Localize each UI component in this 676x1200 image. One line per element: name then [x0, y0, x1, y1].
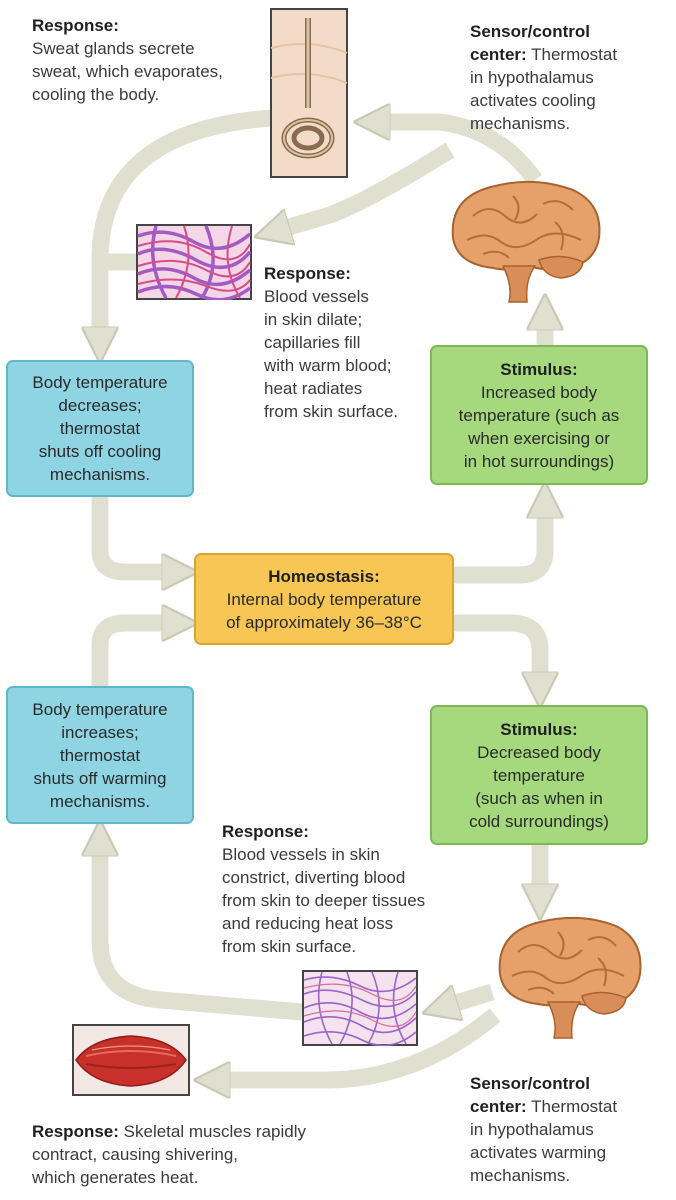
cooling-feedback-line-2: decreases; — [58, 396, 142, 415]
arrow-brain-to-dilate — [272, 142, 455, 232]
arrow-constrict-to-warming-feedback — [100, 838, 303, 1021]
hot-stimulus-box: Stimulus: Increased body temperature (su… — [430, 345, 648, 485]
constricted-vessels-image — [302, 970, 418, 1047]
homeostasis-title: Homeostasis: — [268, 566, 380, 586]
response-sweat-line-1: Sweat glands secrete — [32, 39, 195, 58]
homeostasis-box: Homeostasis: Internal body temperature o… — [194, 553, 454, 645]
cold-stimulus-line-2: temperature — [493, 765, 585, 785]
sensor-bottom-line-3: mechanisms. — [470, 1166, 571, 1185]
response-sweat-line-2: sweat, which evaporates, — [32, 62, 223, 81]
response-dilate-line-1: Blood vessels — [264, 287, 369, 306]
response-sweat-label: Response: — [32, 16, 119, 35]
response-constrict-line-3: from skin to deeper tissues — [222, 891, 426, 910]
hot-stimulus-line-2: temperature (such as — [458, 405, 620, 425]
cooling-feedback-line-3: thermostat — [59, 419, 141, 438]
warming-feedback-line-1: Body temperature — [32, 699, 168, 719]
sensor-bottom-label-2: center: — [470, 1097, 527, 1116]
sensor-top-line-2: activates cooling — [470, 91, 596, 110]
hot-stimulus-line-1: Increased body — [480, 382, 598, 402]
arrow-brain-to-muscle — [212, 1008, 501, 1080]
response-shiver-first: Skeletal muscles rapidly — [123, 1122, 307, 1141]
response-dilate-line-4: with warm blood; — [264, 356, 392, 375]
sensor-top-rest: Thermostat — [531, 45, 618, 64]
brain-bottom-image — [490, 912, 646, 1040]
warming-feedback-line-2: increases; — [61, 722, 139, 742]
sensor-top-line-1: in hypothalamus — [470, 68, 594, 87]
sensor-bottom-line-1: in hypothalamus — [470, 1120, 594, 1139]
response-shiver-text: Response: Skeletal muscles rapidly contr… — [32, 1120, 392, 1189]
sensor-bottom-rest: Thermostat — [531, 1097, 618, 1116]
response-constrict-text: Response: Blood vessels in skin constric… — [222, 820, 482, 958]
cold-stimulus-box: Stimulus: Decreased body temperature (su… — [430, 705, 648, 845]
arrow-homeostasis-to-hot-stimulus — [452, 500, 545, 584]
response-sweat-line-3: cooling the body. — [32, 85, 160, 104]
response-dilate-line-6: from skin surface. — [264, 402, 399, 421]
arrow-cooling-feedback-to-homeostasis — [91, 497, 180, 572]
response-dilate-line-2: in skin dilate; — [264, 310, 363, 329]
skeletal-muscle-image — [72, 1024, 190, 1096]
response-constrict-line-2: constrict, diverting blood — [222, 868, 406, 887]
homeostasis-line-2: of approximately 36–38°C — [226, 612, 422, 632]
response-constrict-label: Response: — [222, 822, 309, 841]
cooling-feedback-line-4: shuts off cooling — [38, 442, 162, 461]
sensor-top-label-1: Sensor/control — [470, 22, 590, 41]
hot-stimulus-line-4: in hot surroundings) — [463, 451, 615, 471]
sensor-top-text: Sensor/control center: Thermostat in hyp… — [470, 20, 670, 135]
cooling-feedback-line-5: mechanisms. — [49, 465, 151, 484]
arrow-brain-to-constrict — [440, 983, 495, 1008]
response-dilate-label: Response: — [264, 264, 351, 283]
warming-feedback-box: Body temperature increases; thermostat s… — [6, 686, 194, 824]
response-dilate-line-3: capillaries fill — [264, 333, 361, 352]
response-constrict-line-1: Blood vessels in skin — [222, 845, 380, 864]
response-shiver-line-1: contract, causing shivering, — [32, 1145, 238, 1164]
arrow-warming-feedback-to-homeostasis — [91, 623, 180, 686]
sensor-bottom-label-1: Sensor/control — [470, 1074, 590, 1093]
warming-feedback-line-4: shuts off warming — [33, 768, 167, 788]
homeostasis-line-1: Internal body temperature — [226, 589, 422, 609]
warming-feedback-line-3: thermostat — [59, 745, 141, 765]
warming-feedback-line-5: mechanisms. — [49, 791, 151, 811]
response-dilate-line-5: heat radiates — [264, 379, 363, 398]
sensor-bottom-text: Sensor/control center: Thermostat in hyp… — [470, 1072, 670, 1187]
response-dilate-text: Response: Blood vessels in skin dilate; … — [264, 262, 434, 423]
response-constrict-line-4: and reducing heat loss — [222, 914, 394, 933]
arrow-sweat-to-cooling-feedback — [100, 109, 273, 345]
sensor-top-label-2: center: — [470, 45, 527, 64]
cold-stimulus-title: Stimulus: — [500, 719, 578, 739]
response-shiver-label: Response: — [32, 1122, 119, 1141]
brain-top-image — [443, 176, 605, 304]
sweat-gland-image — [270, 8, 348, 178]
dilated-vessels-image — [136, 224, 252, 302]
response-sweat-text: Response: Sweat glands secrete sweat, wh… — [32, 14, 262, 106]
response-constrict-line-5: from skin surface. — [222, 937, 357, 956]
cold-stimulus-line-3: (such as when in — [475, 788, 603, 808]
response-shiver-line-2: which generates heat. — [32, 1168, 199, 1187]
arrow-homeostasis-to-cold-stimulus — [452, 614, 540, 690]
sensor-top-line-3: mechanisms. — [470, 114, 571, 133]
cold-stimulus-line-1: Decreased body — [477, 742, 601, 762]
cooling-feedback-box: Body temperature decreases; thermostat s… — [6, 360, 194, 497]
sensor-bottom-line-2: activates warming — [470, 1143, 607, 1162]
hot-stimulus-title: Stimulus: — [500, 359, 578, 379]
hot-stimulus-line-3: when exercising or — [468, 428, 610, 448]
arrow-brain-to-sweat — [372, 122, 542, 186]
cooling-feedback-line-1: Body temperature — [32, 373, 168, 392]
cold-stimulus-line-4: cold surroundings) — [469, 811, 609, 831]
